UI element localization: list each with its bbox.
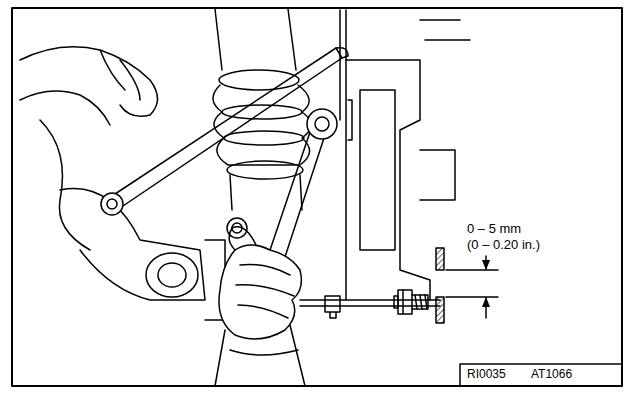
code-box: [460, 364, 622, 386]
transmission-case: [300, 10, 470, 318]
dimension-lines: [446, 256, 498, 318]
bolt-detail: [394, 248, 444, 323]
dimension-label: (0 – 0.20 in.): [466, 238, 541, 253]
right-hand: [215, 227, 305, 386]
figure-code: RI0035: [466, 368, 507, 382]
long-wrench: [101, 48, 348, 215]
dimension-label: 0 – 5 mm: [466, 222, 522, 237]
frame: [12, 8, 622, 386]
figure-code: AT1066: [530, 368, 573, 382]
drive-shaft-boot: [213, 9, 311, 210]
left-hand: [20, 47, 158, 250]
